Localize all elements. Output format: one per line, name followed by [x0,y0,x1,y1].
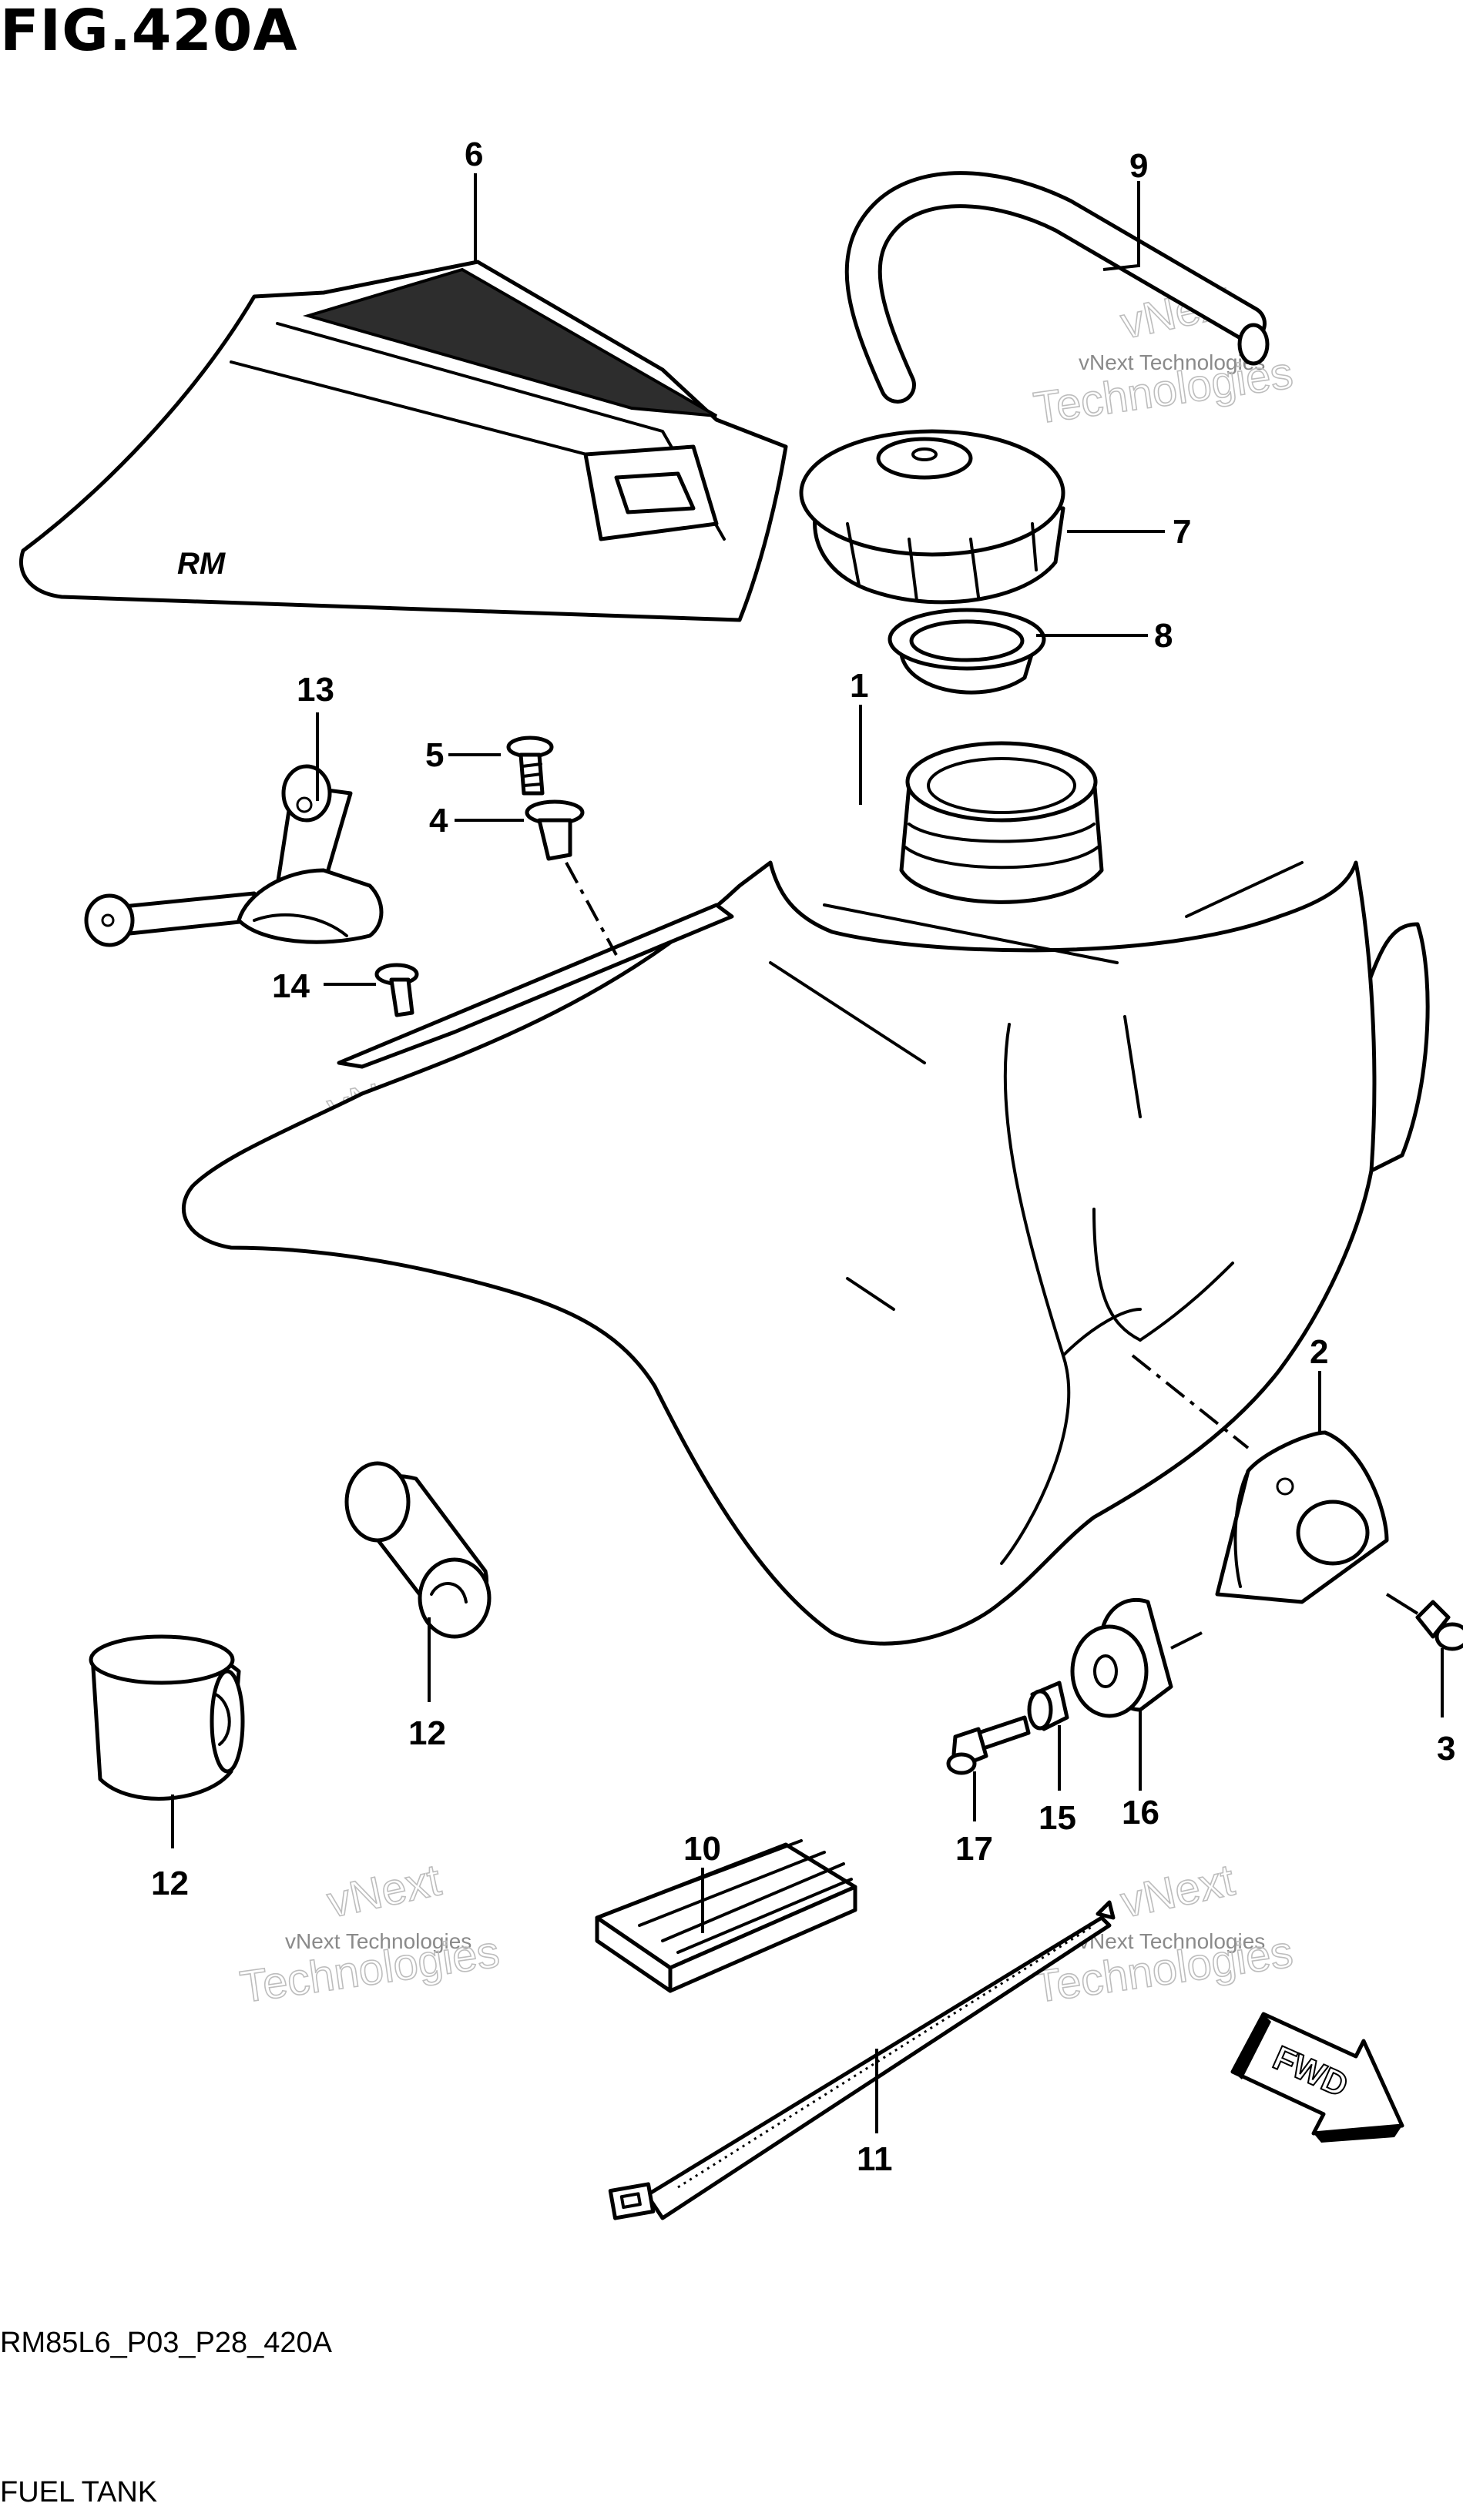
assembly-line-2 [1131,1354,1250,1449]
svg-text:vNext: vNext [1116,1855,1239,1927]
part-17-bolt [946,1715,1031,1775]
part-6-decal: RM [18,260,788,622]
part-16-rubber-mount [1070,1597,1203,1718]
callout-6: 6 [465,136,483,173]
part-12-cushion-lower [89,1634,245,1801]
watermark-bottom-right: vNext Technologies vNext Technologies [1030,1855,1297,2013]
part-7-fuel-cap [799,429,1065,605]
part-5-screw [506,736,554,796]
callout-numbers: 6 9 7 8 1 5 4 13 14 2 3 12 12 10 11 17 1… [151,136,1455,2178]
part-14-screw [374,963,419,1017]
callout-4: 4 [429,802,448,839]
leader-lines [171,173,1444,2133]
callout-12-upper: 12 [408,1714,446,1752]
callout-15: 15 [1039,1799,1076,1837]
part-12-cushion-upper [344,1461,492,1639]
part-3-bolt [1385,1593,1463,1651]
callout-1: 1 [850,667,868,705]
svg-text:vNext Technologies: vNext Technologies [1079,1929,1265,1953]
callout-12-lower: 12 [151,1865,189,1902]
fwd-direction-arrow: FWD [1230,2012,1404,2143]
callout-13: 13 [297,671,334,709]
callout-9: 9 [1129,147,1148,185]
part-4-collar [525,799,585,861]
decal-logo-text: RM [177,547,226,581]
figure-caption: FUEL TANK [0,2476,158,2508]
part-15-collar [1027,1681,1069,1731]
figure-title: FIG.420A [0,0,298,64]
svg-text:vNext Technologies: vNext Technologies [285,1929,471,1953]
callout-5: 5 [425,736,444,774]
callout-7: 7 [1173,513,1191,551]
callout-11: 11 [857,2140,893,2178]
watermark-bottom-left: vNext Technologies vNext Technologies [237,1855,503,2013]
part-2-bracket [1215,1430,1389,1604]
callout-8: 8 [1154,617,1173,655]
part-8-gasket [888,608,1046,695]
callout-10: 10 [683,1830,721,1868]
callout-14: 14 [272,967,310,1005]
svg-text:vNext Technologies: vNext Technologies [1079,350,1265,374]
callout-3: 3 [1437,1730,1455,1768]
callout-2: 2 [1310,1333,1328,1371]
callout-17: 17 [955,1830,993,1868]
part-13-holder [84,764,384,947]
svg-text:vNext: vNext [323,1855,445,1927]
callout-16: 16 [1122,1794,1159,1831]
assembly-line-4 [565,862,618,956]
figure-code: RM85L6_P03_P28_420A [0,2327,333,2359]
part-1-fuel-tank [182,741,1430,1646]
part-10-cushion-strip [595,1839,857,1993]
part-9-breather-hose [844,171,1270,404]
